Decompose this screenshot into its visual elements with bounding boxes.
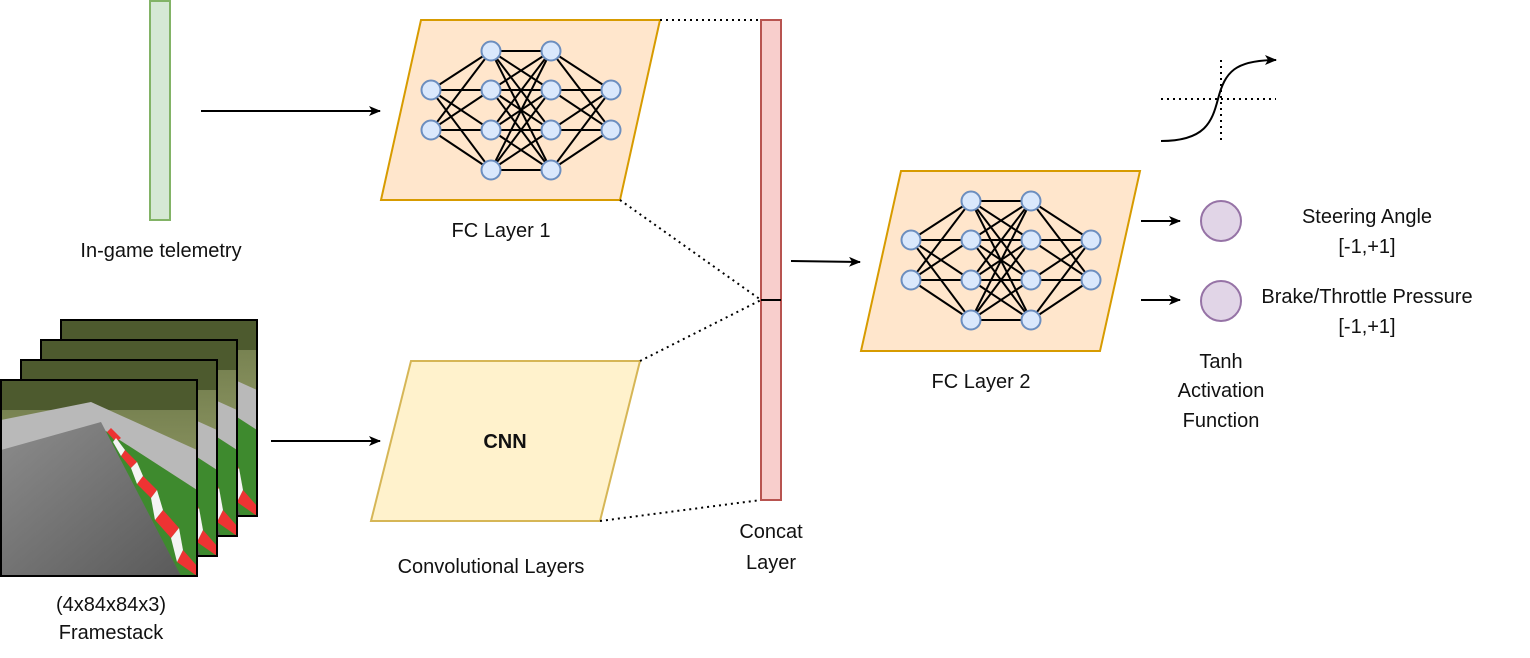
nn-connection	[490, 50, 552, 171]
nn-connection	[910, 239, 972, 281]
tanh-label-3: Function	[1183, 410, 1260, 432]
neuron	[420, 79, 442, 101]
neuron	[420, 119, 442, 141]
neuron	[1020, 229, 1042, 251]
nn-connection	[490, 89, 552, 171]
concat-label-2: Layer	[746, 552, 796, 574]
nn-connection	[970, 200, 1032, 321]
neuron	[600, 79, 622, 101]
neuron	[900, 269, 922, 291]
telemetry-bar	[149, 0, 171, 221]
neuron	[480, 40, 502, 62]
neuron	[960, 229, 982, 251]
neuron	[960, 309, 982, 331]
nn-connection	[970, 200, 1032, 281]
neuron	[480, 79, 502, 101]
nn-connection	[970, 279, 1032, 321]
neuron	[960, 269, 982, 291]
neuron	[480, 159, 502, 181]
nn-connection	[970, 200, 1032, 241]
neuron	[600, 119, 622, 141]
fc-layer-1-network	[420, 40, 622, 181]
nn-connection	[910, 200, 972, 281]
tanh-curve-icon	[1160, 55, 1277, 142]
neuron	[1080, 229, 1102, 251]
steering-angle-label: Steering Angle	[1302, 206, 1432, 228]
fc-layer-2-label: FC Layer 2	[932, 371, 1031, 393]
concat-label-1: Concat	[739, 521, 803, 543]
neuron	[540, 159, 562, 181]
neuron	[900, 229, 922, 251]
tanh-label-1: Tanh	[1199, 351, 1242, 373]
nn-connection	[910, 200, 972, 241]
nn-connection	[490, 129, 552, 171]
neuron	[540, 40, 562, 62]
conv-layers-label: Convolutional Layers	[398, 556, 585, 578]
concat-layer-bar	[760, 19, 782, 501]
cnn-label: CNN	[483, 431, 526, 453]
steering-range-label: [-1,+1]	[1338, 236, 1395, 258]
neuron	[480, 119, 502, 141]
nn-connection	[1030, 239, 1092, 281]
fc-layer-1-label: FC Layer 1	[452, 220, 551, 242]
brake-range-label: [-1,+1]	[1338, 316, 1395, 338]
nn-connection	[490, 50, 552, 91]
neuron	[1020, 190, 1042, 212]
neuron	[540, 119, 562, 141]
nn-connection	[910, 279, 972, 321]
nn-connection	[550, 89, 612, 171]
nn-connection	[550, 89, 612, 131]
telemetry-label: In-game telemetry	[80, 240, 241, 262]
nn-connection	[430, 50, 492, 91]
arrow-concat-to-fc2	[790, 256, 861, 267]
fc-layer-2-network	[900, 190, 1102, 331]
tanh-label-2: Activation	[1178, 380, 1265, 402]
nn-connection	[1030, 200, 1092, 241]
brake-throttle-label: Brake/Throttle Pressure	[1261, 286, 1472, 308]
nn-connection	[430, 50, 492, 131]
framestack-shape-label: (4x84x84x3)	[56, 594, 166, 616]
nn-connection	[550, 129, 612, 171]
neuron	[960, 190, 982, 212]
nn-connection	[1030, 239, 1092, 321]
neuron	[540, 79, 562, 101]
framestack-label: Framestack	[59, 622, 164, 644]
nn-connection	[430, 129, 492, 171]
concat-connectors	[599, 19, 762, 522]
nn-connection	[430, 89, 492, 131]
brake-output-node	[1200, 280, 1242, 322]
neuron	[1080, 269, 1102, 291]
nn-connection	[970, 239, 1032, 321]
neuron	[1020, 269, 1042, 291]
nn-connection	[490, 50, 552, 131]
steering-output-node	[1200, 200, 1242, 242]
nn-connection	[550, 50, 612, 91]
framestack-images	[0, 319, 258, 577]
nn-connection	[1030, 279, 1092, 321]
neuron	[1020, 309, 1042, 331]
